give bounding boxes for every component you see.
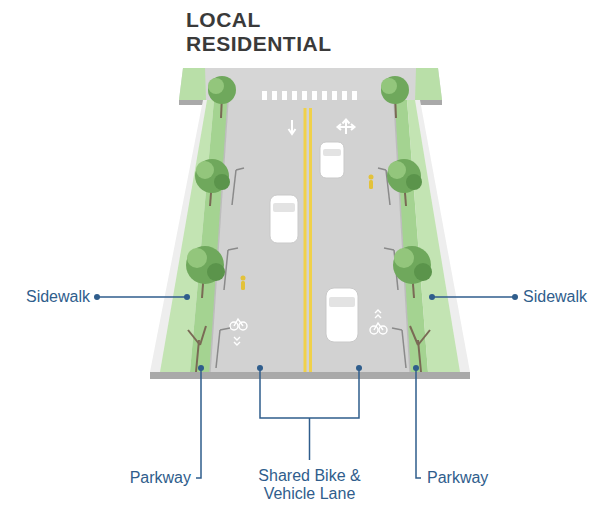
cross-street: [179, 68, 442, 105]
callout-label: Shared Bike & Vehicle Lane: [249, 467, 371, 504]
street-slab: [150, 100, 470, 379]
callout-label: Sidewalk: [26, 288, 90, 306]
cars: [270, 142, 358, 342]
bike-markings: [230, 310, 387, 345]
leader-dots: [94, 294, 518, 371]
callout-label: Parkway: [427, 469, 488, 487]
lane-arrows: [289, 120, 355, 135]
pedestrians: [241, 175, 374, 291]
street-lamps: [216, 168, 406, 368]
callout-label: Sidewalk: [523, 288, 587, 306]
trees: [186, 76, 432, 372]
leader-lines: [97, 297, 515, 478]
diagram-title: LOCAL RESIDENTIAL: [186, 8, 351, 55]
callout-label: Parkway: [130, 469, 191, 487]
